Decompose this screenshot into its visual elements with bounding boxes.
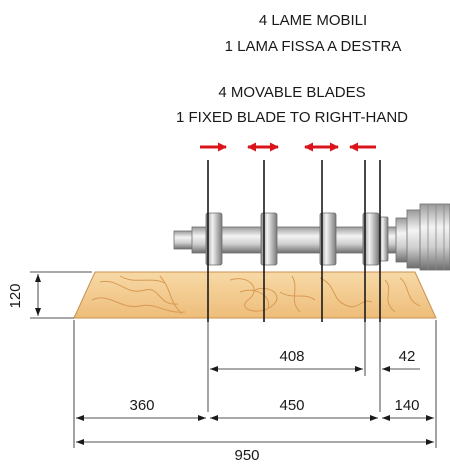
right-offset-label: 140 [394, 397, 419, 414]
wood-grain [91, 275, 421, 315]
heading-it-line1: 4 LAME MOBILI [259, 12, 367, 29]
wooden-log [73, 271, 437, 319]
movable-span-label: 408 [279, 348, 304, 365]
heading-en-line1: 4 MOVABLE BLADES [218, 84, 365, 101]
extension-lines [73, 320, 437, 448]
dimension-thickness: 120 [7, 271, 92, 319]
fixed-gap-label: 42 [399, 348, 416, 365]
blade-collars [205, 212, 389, 266]
blade-zone-label: 450 [279, 397, 304, 414]
heading-en-line2: 1 FIXED BLADE TO RIGHT-HAND [176, 109, 408, 126]
dimension-row-1: 408 42 [210, 348, 420, 372]
saw-blades [207, 160, 381, 322]
dimension-row-2: 360 450 140 [76, 397, 434, 421]
left-offset-label: 360 [129, 397, 154, 414]
heading-it-line2: 1 LAMA FISSA A DESTRA [225, 38, 402, 55]
thickness-label: 120 [7, 283, 24, 308]
total-width-label: 950 [234, 447, 259, 464]
dimension-row-3: 950 [76, 439, 434, 464]
